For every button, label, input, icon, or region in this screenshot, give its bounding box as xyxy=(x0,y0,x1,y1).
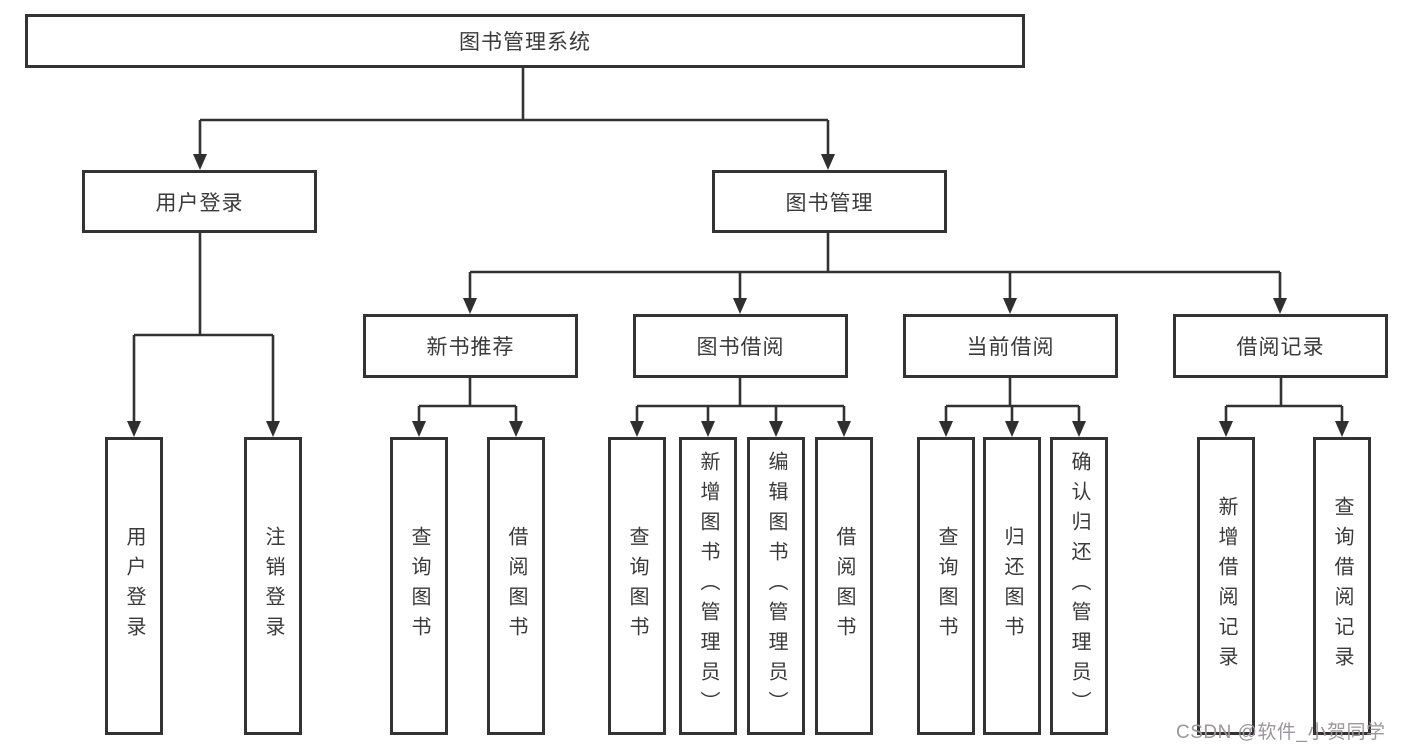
leaf-borrow-books-borrow: 借阅图书 xyxy=(815,437,873,735)
leaf-borrow-books-recommend: 借阅图书 xyxy=(487,437,545,735)
arrowheads xyxy=(127,154,1349,437)
edge-userlogin-to-leaves xyxy=(132,233,275,423)
edge-current-to-leaves xyxy=(944,378,1081,423)
node-root: 图书管理系统 xyxy=(25,14,1025,68)
node-root-label: 图书管理系统 xyxy=(459,31,591,54)
leaf-confirm-return-admin: 确认归还（管理员） xyxy=(1050,437,1108,735)
leaf-add-borrow-record: 新增借阅记录 xyxy=(1197,437,1255,735)
node-new-book-recommend: 新书推荐 xyxy=(363,314,578,378)
node-borrow-records-label: 借阅记录 xyxy=(1236,336,1325,359)
edge-records-to-leaves xyxy=(1224,378,1344,423)
leaf-query-books-borrow: 查询图书 xyxy=(608,437,666,735)
edge-recommend-to-leaves xyxy=(417,378,518,423)
edge-bookmgmt-to-level2 xyxy=(468,233,1282,300)
leaf-edit-book-admin: 编辑图书（管理员） xyxy=(747,437,805,735)
edge-root-to-level1 xyxy=(198,68,830,156)
node-current-borrow-label: 当前借阅 xyxy=(966,336,1055,359)
edge-borrow-to-leaves xyxy=(635,378,846,423)
leaf-user-login: 用户登录 xyxy=(105,437,163,735)
leaf-add-book-admin: 新增图书（管理员） xyxy=(679,437,737,735)
node-book-borrow-label: 图书借阅 xyxy=(696,336,785,359)
leaf-query-borrow-record: 查询借阅记录 xyxy=(1313,437,1371,735)
node-current-borrow: 当前借阅 xyxy=(903,314,1118,378)
node-user-login: 用户登录 xyxy=(82,170,317,233)
node-book-management-label: 图书管理 xyxy=(785,191,874,215)
node-borrow-records: 借阅记录 xyxy=(1173,314,1388,378)
watermark-text: CSDN @软件_小贺同学 xyxy=(1176,722,1386,743)
leaf-query-books-current: 查询图书 xyxy=(917,437,975,735)
node-book-management: 图书管理 xyxy=(712,170,947,233)
leaf-logout: 注销登录 xyxy=(244,437,302,735)
leaf-query-books-recommend: 查询图书 xyxy=(390,437,448,735)
node-book-borrow: 图书借阅 xyxy=(633,314,848,378)
node-user-login-label: 用户登录 xyxy=(155,191,244,215)
leaf-return-book: 归还图书 xyxy=(983,437,1041,735)
node-new-book-recommend-label: 新书推荐 xyxy=(426,336,515,359)
